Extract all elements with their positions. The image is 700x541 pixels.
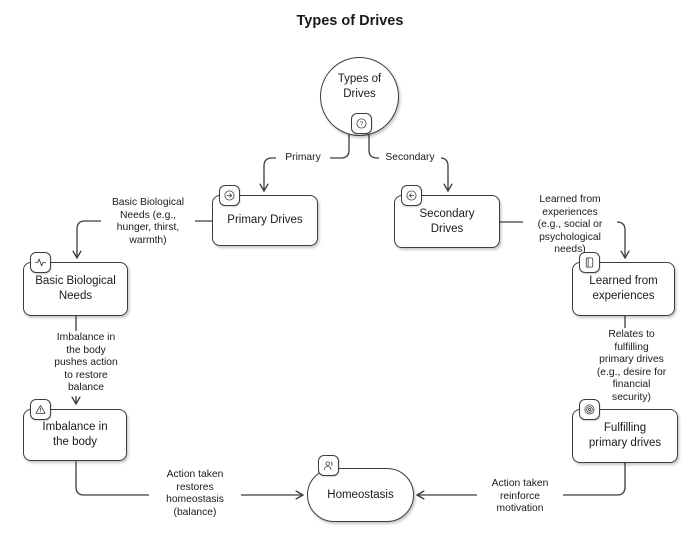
node-secondary-drives: Secondary Drives	[394, 185, 500, 248]
node-fulfilling-primary-drives: Fulfilling primary drives	[572, 399, 678, 463]
edge-primary-basic	[72, 220, 213, 259]
edge-label-relates: Relates to fulfilling primary drives (e.…	[583, 328, 680, 406]
node-basic-biological-needs: Basic Biological Needs	[23, 252, 128, 316]
help-icon: ?	[351, 113, 372, 134]
svg-text:?: ?	[360, 121, 364, 128]
target-icon	[579, 399, 600, 420]
node-primary-drives: Primary Drives	[212, 185, 318, 246]
edge-fulfilling-homeostasis	[416, 462, 626, 500]
edge-label-restores: Action taken restores homeostasis (balan…	[149, 468, 241, 521]
edge-secondary-learned	[499, 221, 630, 259]
users-icon	[318, 455, 339, 476]
edge-label-primary: Primary	[276, 151, 330, 166]
activity-icon	[30, 252, 51, 273]
node-homeostasis: Homeostasis	[307, 455, 414, 522]
edge-imbalance-homeostasis	[75, 461, 304, 500]
node-label: Fulfilling primary drives	[588, 422, 662, 449]
node-label: Learned from experiences	[589, 275, 658, 302]
book-icon	[579, 252, 600, 273]
node-label: Secondary Drives	[419, 207, 475, 235]
node-label: Basic Biological Needs	[35, 275, 116, 302]
node-types-of-drives: Types of Drives ?	[320, 57, 399, 136]
node-learned-from-experiences: Learned from experiences	[572, 252, 675, 316]
node-label: Primary Drives	[227, 214, 303, 227]
arrow-right-icon	[219, 185, 240, 206]
node-imbalance-in-the-body: Imbalance in the body	[23, 399, 127, 461]
edge-label-imbalance: Imbalance in the body pushes action to r…	[42, 331, 130, 396]
edge-label-learned: Learned from experiences (e.g., social o…	[523, 193, 617, 258]
node-label: Types of Drives	[337, 72, 382, 100]
arrow-left-icon	[401, 185, 422, 206]
diagram-title: Types of Drives	[296, 13, 404, 29]
edge-label-secondary: Secondary	[379, 151, 441, 166]
edge-label-reinforce: Action taken reinforce motivation	[477, 477, 563, 517]
node-label: Homeostasis	[327, 488, 394, 501]
edge-label-basic-needs: Basic Biological Needs (e.g., hunger, th…	[101, 196, 195, 249]
warning-icon	[30, 399, 51, 420]
node-label: Imbalance in the body	[42, 421, 108, 448]
